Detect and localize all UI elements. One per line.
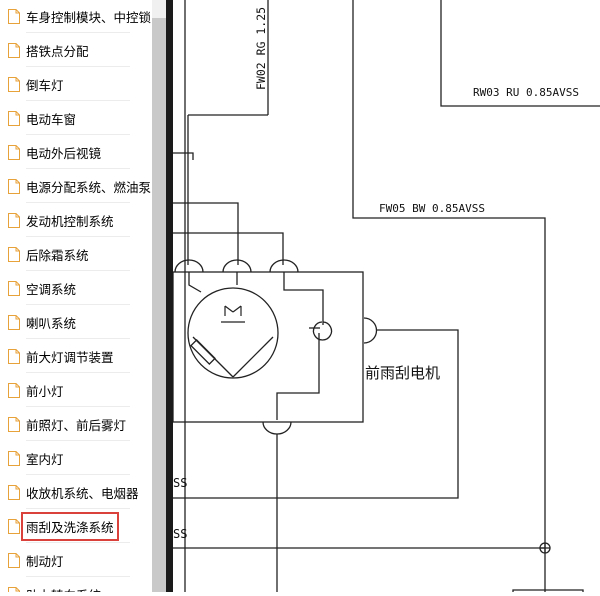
- sidebar-item[interactable]: 制动灯: [0, 543, 152, 577]
- sidebar-item-label: 搭铁点分配: [26, 43, 89, 59]
- row-separator: [26, 406, 130, 407]
- sidebar-item[interactable]: 倒车灯: [0, 67, 152, 101]
- sidebar-item-label: 倒车灯: [26, 77, 64, 93]
- internal-switch-contact: [312, 321, 333, 341]
- sidebar-item-label: 前大灯调节装置: [26, 349, 114, 365]
- document-icon: [8, 280, 20, 296]
- row-separator: [26, 508, 130, 509]
- wire-rw03: [440, 0, 600, 107]
- row-separator: [26, 134, 130, 135]
- row-separator: [26, 168, 130, 169]
- sidebar-item[interactable]: 搭铁点分配: [0, 33, 152, 67]
- document-icon: [8, 450, 20, 466]
- document-icon: [8, 76, 20, 92]
- sidebar-item[interactable]: 前大灯调节装置: [0, 339, 152, 373]
- sidebar-item-label: 车身控制模块、中控锁: [26, 9, 152, 25]
- scrollbar-thumb[interactable]: [152, 18, 166, 592]
- document-icon: [8, 586, 20, 592]
- document-icon: [8, 42, 20, 58]
- sidebar-item[interactable]: 收放机系统、电烟器: [0, 475, 152, 509]
- row-separator: [26, 304, 130, 305]
- sidebar-item[interactable]: 助力转向系统: [0, 577, 152, 592]
- document-icon: [8, 144, 20, 160]
- row-separator: [26, 372, 130, 373]
- sidebar-item[interactable]: 雨刮及洗涤系统: [0, 509, 152, 543]
- sidebar-item[interactable]: 空调系统: [0, 271, 152, 305]
- sidebar-item[interactable]: 喇叭系统: [0, 305, 152, 339]
- sidebar-item-label: 收放机系统、电烟器: [26, 485, 139, 501]
- partial-wire-label-1: SS: [173, 476, 187, 490]
- document-icon: [8, 8, 20, 24]
- document-icon: [8, 416, 20, 432]
- connector-pin-bottom: [262, 421, 292, 435]
- sidebar-item-label: 电动车窗: [26, 111, 77, 127]
- connector-pin-right: [363, 317, 378, 344]
- wiring-diagram-view: FW02 RG 1.25 RW03 RU 0.85AVSS FW05 BW 0.…: [172, 0, 600, 592]
- sidebar-item-label: 空调系统: [26, 281, 77, 297]
- sidebar-item[interactable]: 电源分配系统、燃油泵: [0, 169, 152, 203]
- sidebar-item-label: 前小灯: [26, 383, 64, 399]
- document-icon: [8, 348, 20, 364]
- sidebar-item[interactable]: 电动外后视镜: [0, 135, 152, 169]
- row-separator: [26, 576, 130, 577]
- wire-label-rw03: RW03 RU 0.85AVSS: [473, 86, 579, 99]
- document-icon: [8, 246, 20, 262]
- row-separator: [26, 440, 130, 441]
- sidebar-item[interactable]: 室内灯: [0, 441, 152, 475]
- sidebar-item[interactable]: 前照灯、前后雾灯: [0, 407, 152, 441]
- row-separator: [26, 542, 130, 543]
- motor-label: 前雨刮电机: [365, 364, 440, 382]
- sidebar-item[interactable]: 电动车窗: [0, 101, 152, 135]
- document-icon: [8, 552, 20, 568]
- connector-pin-3: [269, 259, 299, 273]
- sidebar-item-label: 雨刮及洗涤系统: [21, 511, 119, 541]
- wire-label-fw02: FW02 RG 1.25: [254, 7, 268, 90]
- document-icon: [8, 484, 20, 500]
- row-separator: [26, 236, 130, 237]
- connector-pin-1: [174, 259, 204, 273]
- sidebar-item-label: 制动灯: [26, 553, 64, 569]
- sidebar-item[interactable]: 车身控制模块、中控锁: [0, 0, 152, 33]
- document-icon: [8, 518, 20, 534]
- row-separator: [26, 338, 130, 339]
- document-tree-sidebar: 车身控制模块、中控锁搭铁点分配倒车灯电动车窗电动外后视镜电源分配系统、燃油泵发动…: [0, 0, 152, 592]
- document-icon: [8, 212, 20, 228]
- row-separator: [26, 66, 130, 67]
- wiring-diagram: FW02 RG 1.25 RW03 RU 0.85AVSS FW05 BW 0.…: [172, 0, 600, 592]
- partial-wire-label-2: SS: [173, 527, 187, 541]
- sidebar-item-label: 室内灯: [26, 451, 64, 467]
- wire-fw05: [352, 0, 546, 592]
- sidebar-item[interactable]: 前小灯: [0, 373, 152, 407]
- sidebar-item-label: 前照灯、前后雾灯: [26, 417, 127, 433]
- row-separator: [26, 100, 130, 101]
- row-separator: [26, 32, 130, 33]
- document-icon: [8, 382, 20, 398]
- sidebar-item[interactable]: 发动机控制系统: [0, 203, 152, 237]
- sidebar-item-label: 电源分配系统、燃油泵: [26, 179, 152, 195]
- sidebar-item-label: 发动机控制系统: [26, 213, 114, 229]
- sidebar-item-label: 电动外后视镜: [26, 145, 102, 161]
- motor-circle: [187, 287, 279, 379]
- row-separator: [26, 474, 130, 475]
- document-icon: [8, 178, 20, 194]
- document-icon: [8, 110, 20, 126]
- wire-label-fw05: FW05 BW 0.85AVSS: [379, 202, 485, 215]
- sidebar-item-label: 助力转向系统: [26, 585, 101, 593]
- row-separator: [26, 270, 130, 271]
- sidebar-item-label: 后除霜系统: [26, 247, 89, 263]
- pane-divider[interactable]: [166, 0, 173, 592]
- sidebar-item-label: 喇叭系统: [26, 315, 77, 331]
- motor-housing: [172, 271, 364, 423]
- row-separator: [26, 202, 130, 203]
- connector-pin-2: [222, 259, 252, 273]
- sidebar-scrollbar[interactable]: [152, 0, 166, 592]
- document-icon: [8, 314, 20, 330]
- sidebar-item[interactable]: 后除霜系统: [0, 237, 152, 271]
